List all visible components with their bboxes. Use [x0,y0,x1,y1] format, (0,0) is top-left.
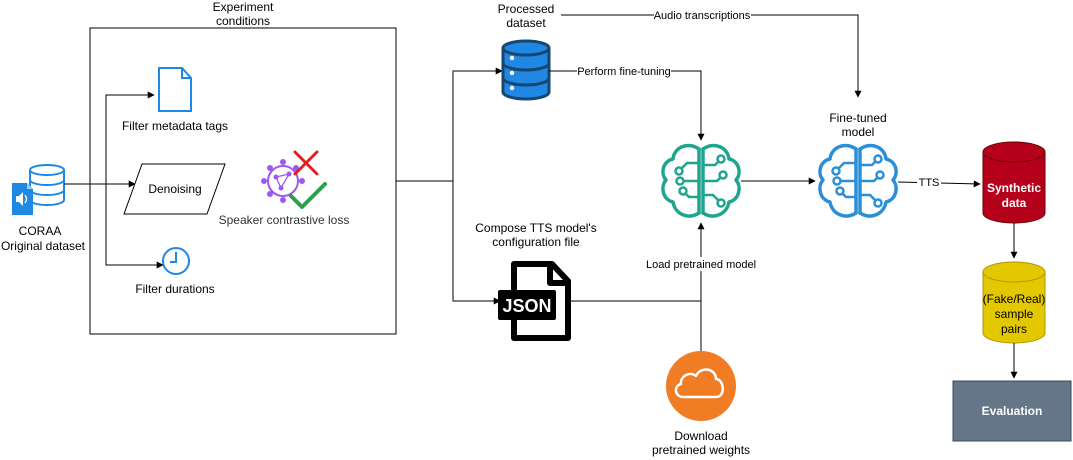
synthetic-data-node [982,141,1046,224]
sample-pairs-label-1: (Fake/Real) [983,292,1046,306]
coraa-database-icon [29,164,65,206]
document-icon [158,67,192,112]
json-file-icon: JSON [498,261,571,341]
processed-database-icon [501,39,551,101]
synthetic-sublabel: data [1002,196,1027,210]
synthetic-label: Synthetic [987,181,1041,195]
finetuned-brain-icon [818,143,898,218]
processed-label: Processed [498,2,555,16]
edge-coraa-to-tags [105,91,155,184]
cross-icon [293,150,319,176]
fine-tuning-label: Perform fine-tuning [577,66,671,78]
tts-label: TTS [919,177,940,189]
sample-pairs-label-3: pairs [1001,322,1027,336]
filter-tags-label: Filter metadata tags [122,119,228,133]
sample-pairs-node [982,261,1046,344]
gear-icon [261,159,305,203]
cloud-icon [666,351,736,421]
speaker-loss-label: Speaker contrastive loss [219,213,350,227]
check-icon [289,182,327,209]
coraa-label: CORAA [19,224,62,238]
finetuned-label: Fine-tuned [829,111,886,125]
denoising-label: Denoising [148,182,201,196]
evaluation-node [952,380,1072,442]
processed-sublabel: dataset [506,16,546,30]
model-brain-icon [661,143,741,218]
edge-coraa-to-durations [105,184,164,269]
json-icon-text: JSON [502,296,551,316]
weights-label: Download [674,429,727,443]
audio-transcriptions-label: Audio transcriptions [654,10,751,22]
finetuned-sublabel: model [842,125,875,139]
json-sublabel: configuration file [492,235,580,249]
experiment-conditions-label-1: Experiment [213,0,274,14]
edge-audio-transcriptions [561,14,862,98]
sample-pairs-label-2: sample [995,307,1034,321]
audio-file-icon [12,183,33,215]
weights-sublabel: pretrained weights [652,443,750,457]
denoising-node [123,163,226,215]
coraa-sublabel: Original dataset [1,239,86,253]
json-label: Compose TTS model's [475,221,596,235]
edge-to-processed [452,67,503,181]
edge-to-json [452,181,501,305]
load-pretrained-label: Load pretrained model [646,259,756,271]
gear-cross-check-icon [261,150,327,209]
filter-durations-label: Filter durations [135,282,214,296]
clock-icon [162,247,190,275]
edge-fine-tuning [549,70,705,141]
evaluation-label: Evaluation [982,404,1043,418]
experiment-conditions-label-2: conditions [216,14,270,28]
